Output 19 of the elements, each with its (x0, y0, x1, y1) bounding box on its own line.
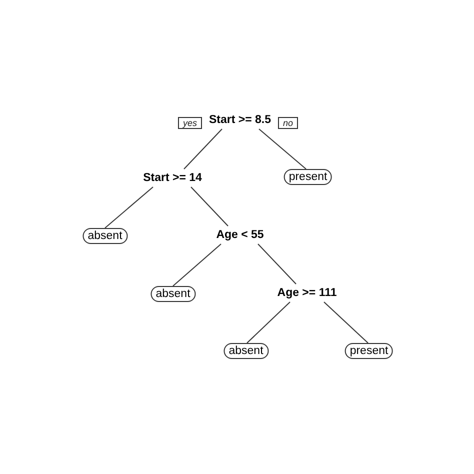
leaf-label: present (284, 169, 332, 185)
branch-line (258, 128, 306, 170)
branch-line (324, 302, 368, 344)
branch-tag: no (278, 117, 298, 129)
branch-line (184, 128, 222, 170)
split-condition: Age >= 111 (276, 284, 338, 302)
leaf-label: present (344, 343, 394, 359)
branch-line (190, 186, 228, 226)
branch-line (246, 302, 290, 344)
branch-line (258, 244, 296, 284)
branch-line (172, 244, 222, 286)
leaf-label: absent (150, 286, 196, 302)
leaf-label: absent (224, 343, 268, 359)
split-condition: Start >= 8.5 (208, 111, 272, 129)
split-condition: Age < 55 (215, 226, 265, 244)
split-condition: Start >= 14 (142, 169, 203, 187)
leaf-label: absent (82, 228, 128, 244)
branch-line (104, 186, 154, 228)
branch-tag: yes (178, 117, 202, 129)
